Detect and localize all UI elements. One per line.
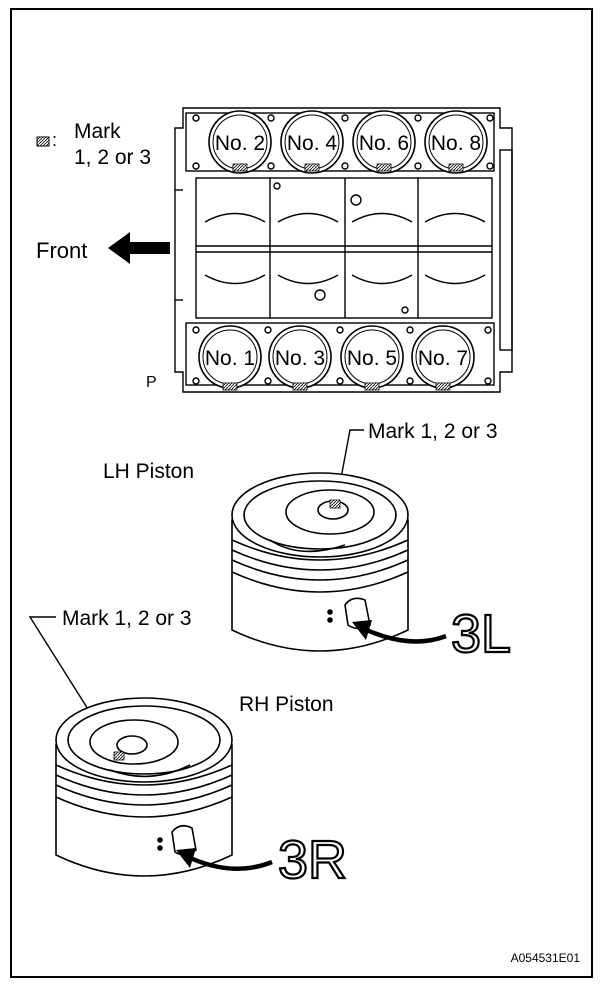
figure-id: A054531E01 xyxy=(511,951,581,965)
bore-no-6: No. 6 xyxy=(352,110,416,174)
front-label: Front xyxy=(36,238,87,263)
bore-mark-icon xyxy=(376,163,392,172)
front-indicator: Front xyxy=(36,232,170,264)
rh-piston: RH Piston Mark 1, 2 or 3 3R xyxy=(28,607,348,891)
bore-no-5: No. 5 xyxy=(340,325,404,391)
bore-mark-icon xyxy=(304,163,320,172)
bore-label: No. 1 xyxy=(205,347,255,370)
bore-no-4: No. 4 xyxy=(280,110,344,174)
lh-side-arrow-icon xyxy=(361,625,447,644)
rh-side-arrow-icon xyxy=(185,853,273,871)
bore-mark-icon xyxy=(232,163,248,172)
bore-mark-icon xyxy=(448,163,464,172)
bore-mark-icon xyxy=(435,382,451,391)
view-letter: P xyxy=(146,374,157,391)
bore-no-2: No. 2 xyxy=(208,110,272,174)
rh-piston-title: RH Piston xyxy=(239,693,334,716)
bore-no-1: No. 1 xyxy=(198,325,262,391)
rh-side-code: 3R xyxy=(278,830,347,890)
lh-mark-callout: Mark 1, 2 or 3 xyxy=(368,420,498,443)
legend-mark-line1: Mark xyxy=(74,120,121,143)
bore-no-8: No. 8 xyxy=(424,110,488,174)
bore-mark-icon xyxy=(292,382,308,391)
lh-piston: LH Piston Mark 1, 2 or 3 3L xyxy=(103,420,512,665)
bore-label: No. 6 xyxy=(359,132,409,155)
bottom-bores: No. 1 No. 3 No. 5 No. 7 xyxy=(198,325,475,391)
legend-mark-line2: 1, 2 or 3 xyxy=(74,146,151,169)
bore-label: No. 3 xyxy=(275,347,325,370)
bore-mark-icon xyxy=(222,382,238,391)
bore-label: No. 7 xyxy=(418,347,468,370)
rh-piston-body xyxy=(55,697,233,877)
rh-mark-callout: Mark 1, 2 or 3 xyxy=(62,607,192,630)
lh-side-code: 3L xyxy=(451,604,511,664)
bore-no-3: No. 3 xyxy=(268,325,332,391)
legend-colon: : xyxy=(52,130,57,150)
front-arrow-icon xyxy=(108,232,170,264)
block-outline xyxy=(174,107,513,393)
bore-label: No. 8 xyxy=(431,132,481,155)
bore-label: No. 2 xyxy=(215,132,265,155)
bore-mark-icon xyxy=(364,382,380,391)
bore-label: No. 5 xyxy=(347,347,397,370)
rh-crown-mark-icon xyxy=(113,751,125,761)
bore-no-7: No. 7 xyxy=(411,325,475,391)
lh-piston-title: LH Piston xyxy=(103,460,194,483)
legend: : Mark 1, 2 or 3 xyxy=(36,120,151,169)
bore-label: No. 4 xyxy=(287,132,338,155)
lh-piston-body xyxy=(231,472,409,652)
mark-swatch-icon xyxy=(36,136,50,147)
top-bores: No. 2 No. 4 No. 6 No. 8 xyxy=(208,110,488,174)
lh-crown-mark-icon xyxy=(329,499,341,509)
